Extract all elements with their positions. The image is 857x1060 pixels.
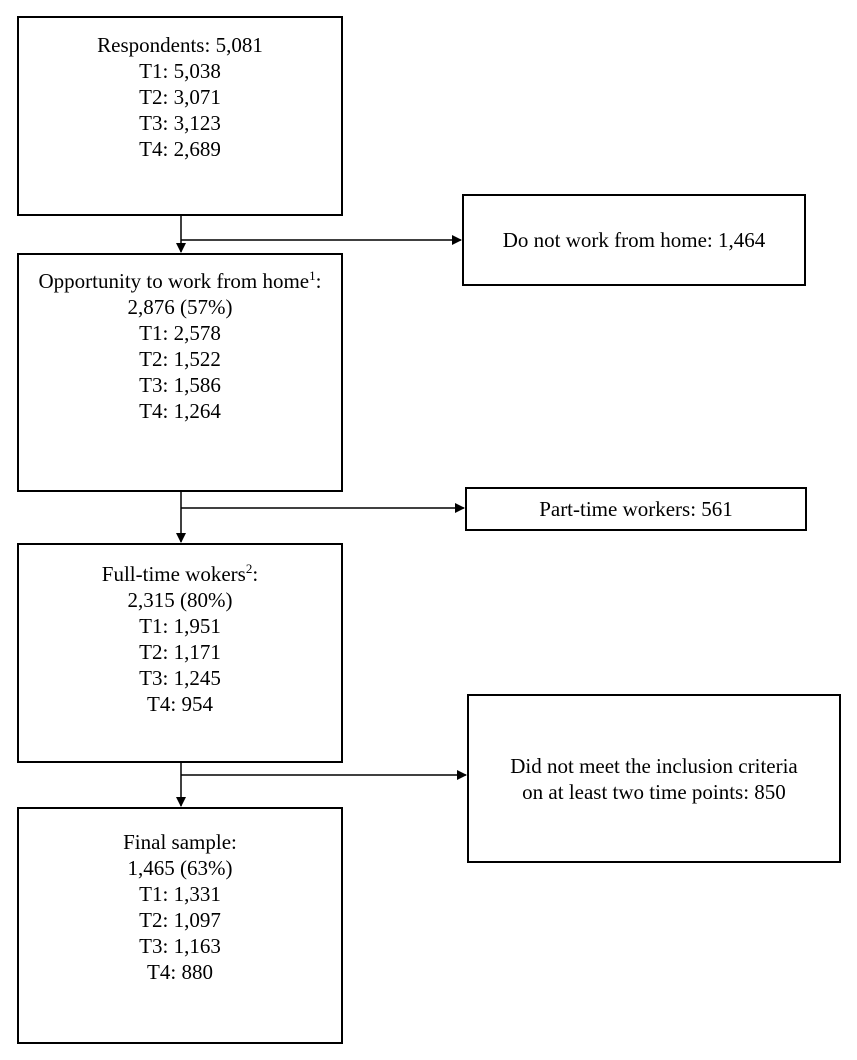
opportunity-t2: T2: 1,522 (139, 347, 221, 371)
fulltime-box: Full-time wokers2: 2,315 (80%) T1: 1,951… (17, 543, 343, 763)
fulltime-t2: T2: 1,171 (139, 640, 221, 664)
exclusion-criteria-box: Did not meet the inclusion criteria on a… (467, 694, 841, 863)
fulltime-t1: T1: 1,951 (139, 614, 221, 638)
exclusion-part-time-text: Part-time workers: 561 (539, 497, 733, 521)
exclusion-no-home-box: Do not work from home: 1,464 (462, 194, 806, 286)
opportunity-t4: T4: 1,264 (139, 399, 221, 423)
final-sample-total: 1,465 (63%) (127, 856, 233, 880)
opportunity-heading-colon: : (315, 269, 322, 293)
exclusion-criteria-line-2: on at least two time points: 850 (522, 779, 786, 804)
opportunity-t3: T3: 1,586 (139, 373, 221, 397)
respondents-t1: T1: 5,038 (139, 59, 221, 83)
respondents-heading: Respondents: 5,081 (97, 33, 263, 57)
opportunity-box: Opportunity to work from home1: 2,876 (5… (17, 253, 343, 492)
exclusion-part-time-box: Part-time workers: 561 (465, 487, 807, 531)
respondents-t3: T3: 3,123 (139, 111, 221, 135)
respondents-t4: T4: 2,689 (139, 137, 221, 161)
fulltime-heading-colon: : (252, 562, 259, 586)
final-sample-t4: T4: 880 (147, 960, 213, 984)
footnote-1-marker: 1 (309, 268, 316, 283)
final-sample-t1: T1: 1,331 (139, 882, 221, 906)
final-sample-t2: T2: 1,097 (139, 908, 221, 932)
final-sample-heading: Final sample: (123, 830, 237, 854)
fulltime-heading-text: Full-time wokers (101, 562, 246, 586)
fulltime-t4: T4: 954 (147, 692, 213, 716)
opportunity-heading: Opportunity to work from home1: (19, 268, 341, 294)
exclusion-no-home-text: Do not work from home: 1,464 (502, 228, 766, 252)
respondents-box: Respondents: 5,081 T1: 5,038 T2: 3,071 T… (17, 16, 343, 216)
final-sample-t3: T3: 1,163 (139, 934, 221, 958)
respondents-t2: T2: 3,071 (139, 85, 221, 109)
footnote-2-marker: 2 (245, 561, 253, 576)
fulltime-t3: T3: 1,245 (139, 666, 221, 690)
fulltime-total: 2,315 (80%) (127, 588, 233, 612)
opportunity-t1: T1: 2,578 (139, 321, 221, 345)
final-sample-box: Final sample: 1,465 (63%) T1: 1,331 T2: … (17, 807, 343, 1044)
fulltime-heading: Full-time wokers2: (19, 561, 341, 587)
opportunity-heading-text: Opportunity to work from home (38, 269, 310, 293)
opportunity-total: 2,876 (57%) (127, 295, 233, 319)
exclusion-criteria-line-1: Did not meet the inclusion criteria (510, 753, 798, 778)
